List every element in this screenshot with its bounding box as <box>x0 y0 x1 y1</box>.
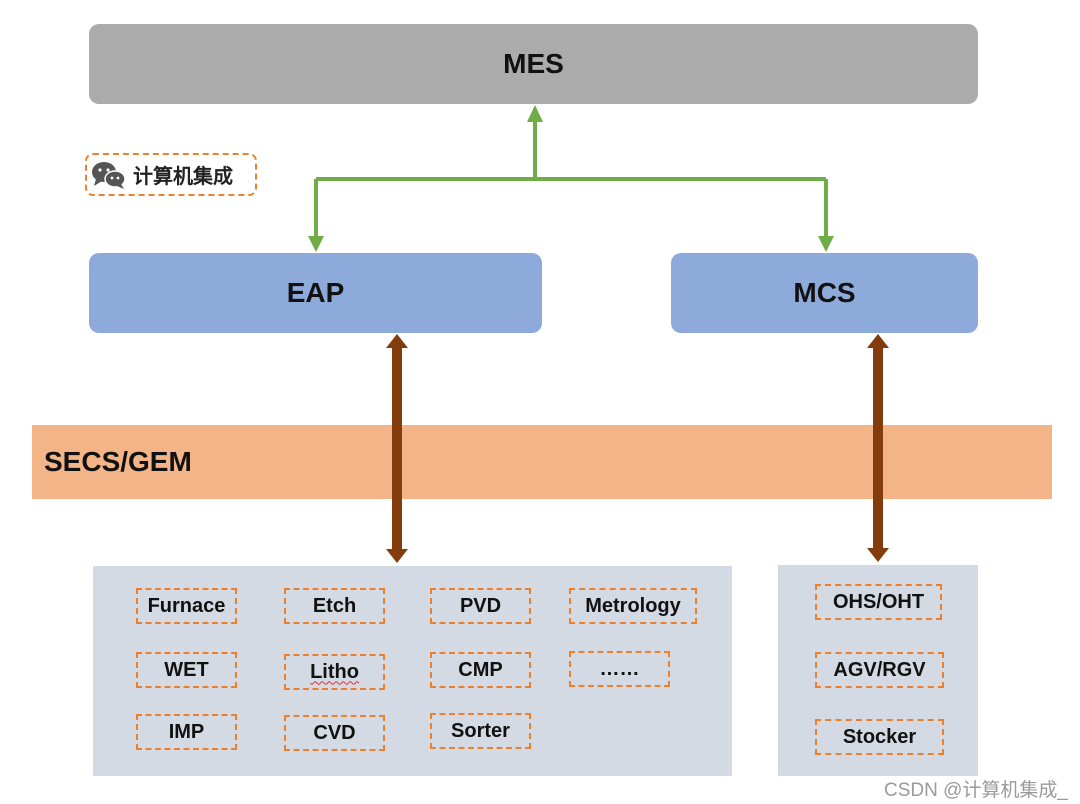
material-handling-tag: Stocker <box>815 719 944 755</box>
arrowhead-to-mcs <box>818 236 834 252</box>
equipment-panel <box>93 566 732 776</box>
equipment-tag: IMP <box>136 714 237 750</box>
arrowhead-to-mes <box>527 105 543 122</box>
equipment-tag: …… <box>569 651 670 687</box>
eap-equipment-link <box>386 334 408 563</box>
eap-box: EAP <box>89 253 542 333</box>
csdn-watermark: CSDN @计算机集成_ <box>884 780 1068 801</box>
mcs-box: MCS <box>671 253 978 333</box>
equipment-tag: Metrology <box>569 588 697 624</box>
secs-gem-label: SECS/GEM <box>44 446 192 477</box>
wechat-icon <box>92 161 126 189</box>
equipment-tag: PVD <box>430 588 531 624</box>
equipment-tag: Furnace <box>136 588 237 624</box>
material-handling-panel <box>778 565 978 776</box>
mcs-material-link <box>867 334 889 562</box>
equipment-tag: CMP <box>430 652 531 688</box>
equipment-tag: Etch <box>284 588 385 624</box>
equipment-tag: WET <box>136 652 237 688</box>
equipment-tag: CVD <box>284 715 385 751</box>
wechat-badge: 计算机集成 <box>85 153 257 196</box>
arrowhead-to-eap <box>308 236 324 252</box>
badge-text: 计算机集成 <box>133 164 233 188</box>
mcs-label: MCS <box>793 277 856 308</box>
material-handling-tag: AGV/RGV <box>815 652 944 688</box>
mes-link-green <box>314 120 828 240</box>
mes-box: MES <box>89 24 978 104</box>
mes-label: MES <box>503 48 564 79</box>
eap-label: EAP <box>286 277 345 308</box>
equipment-tag: Litho <box>284 654 385 690</box>
equipment-tag: Sorter <box>430 713 531 749</box>
equipment-tag-label: Litho <box>310 660 359 683</box>
material-handling-tag: OHS/OHT <box>815 584 942 620</box>
